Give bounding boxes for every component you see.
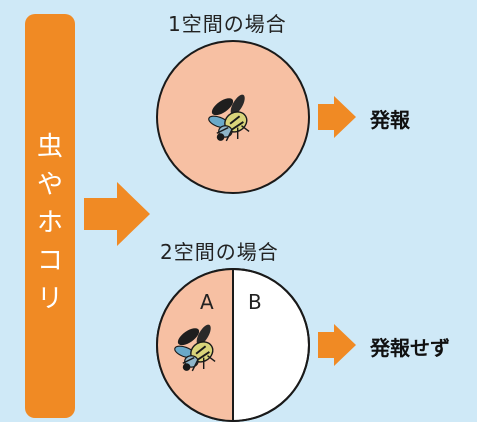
arrow-icon [84, 182, 150, 246]
case1-title: 1空間の場合 [168, 12, 287, 36]
case2-result: 発報せず [370, 336, 450, 360]
dust-source-pill [25, 14, 75, 418]
arrow-icon [318, 324, 356, 366]
side-label-char: ホ [36, 208, 63, 238]
side-label-char: や [36, 170, 63, 200]
side-label-char: リ [36, 284, 63, 314]
zone-b-label: B [248, 290, 263, 314]
case2-title: 2空間の場合 [160, 240, 279, 264]
case1-result: 発報 [370, 108, 410, 132]
dust-source-label: 虫 や ホ コ リ [25, 128, 75, 318]
side-label-char: 虫 [36, 132, 63, 162]
arrow-icon [318, 96, 356, 138]
zone-a-label: A [200, 290, 215, 314]
side-label-char: コ [36, 246, 63, 276]
